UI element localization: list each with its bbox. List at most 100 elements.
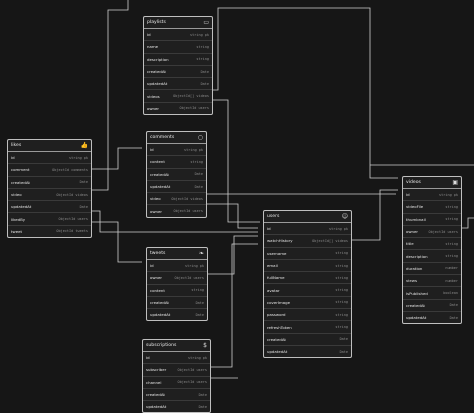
book-icon: ▭ bbox=[203, 18, 209, 26]
table-header[interactable]: videos▣ bbox=[403, 177, 461, 189]
user-icon: ☺ bbox=[341, 212, 348, 220]
field-type: Date bbox=[198, 392, 207, 397]
field-name: createdAt bbox=[267, 336, 286, 342]
field-row[interactable]: createdAt Date bbox=[143, 389, 210, 402]
field-row[interactable]: tweet ObjectId tweets bbox=[8, 226, 91, 237]
field-type: Date bbox=[339, 337, 348, 342]
table-title: tweets bbox=[150, 251, 166, 256]
edge-likes-tweet bbox=[92, 221, 142, 263]
field-name: createdAt bbox=[146, 392, 165, 398]
thumbs-up-icon: 👍 bbox=[80, 141, 88, 149]
table-header[interactable]: likes👍 bbox=[8, 140, 91, 152]
field-type: ObjectId users bbox=[174, 275, 204, 280]
field-type: ObjectId tweets bbox=[56, 229, 88, 234]
field-name: updatedAt bbox=[147, 81, 168, 87]
field-type: ObjectId[] videos bbox=[173, 94, 209, 99]
table-header[interactable]: users ☺ bbox=[264, 211, 351, 223]
field-type: Date bbox=[194, 172, 203, 177]
table-header[interactable]: tweets❧ bbox=[147, 248, 207, 260]
field-name: id bbox=[11, 155, 15, 161]
field-name: watchHistory bbox=[267, 238, 293, 244]
field-row[interactable]: createdAt Date bbox=[264, 334, 351, 346]
field-name: updatedAt bbox=[406, 315, 427, 321]
field-type: string bbox=[445, 204, 458, 209]
field-type: string bbox=[191, 288, 204, 293]
field-name: description bbox=[406, 253, 428, 259]
field-type: string pk bbox=[188, 355, 207, 360]
field-name: tweet bbox=[11, 228, 23, 234]
field-type: string pk bbox=[329, 226, 348, 231]
field-name: comment bbox=[11, 167, 30, 173]
table-header[interactable]: comments○ bbox=[147, 132, 206, 144]
edge-playlists-videos bbox=[212, 7, 398, 179]
field-name: createdAt bbox=[11, 179, 30, 185]
table-header[interactable]: playlists▭ bbox=[144, 17, 212, 29]
field-type: string bbox=[196, 44, 209, 49]
table-title: users bbox=[267, 214, 280, 219]
field-name: coverImage bbox=[267, 299, 290, 305]
field-type: string bbox=[335, 275, 348, 280]
field-type: Date bbox=[195, 300, 204, 305]
field-name: owner bbox=[406, 229, 419, 235]
field-name: video bbox=[150, 196, 161, 202]
field-name: channel bbox=[146, 379, 162, 385]
table-header[interactable]: subscriptions$ bbox=[143, 340, 210, 352]
